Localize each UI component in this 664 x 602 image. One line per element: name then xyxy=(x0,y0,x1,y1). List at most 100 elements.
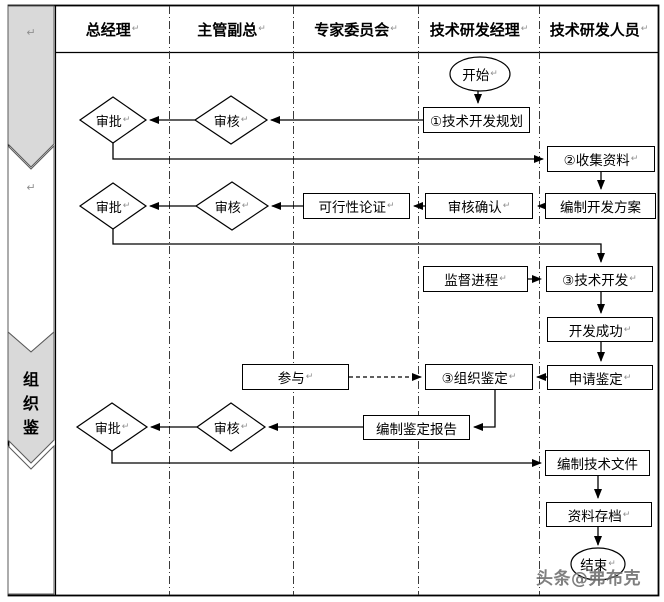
return-mark: ↵ xyxy=(386,201,395,211)
node-text: 参与 xyxy=(277,371,305,387)
chevron-band-2 xyxy=(7,144,55,353)
process-box-tech-dev-plan: ①技术开发规划 xyxy=(423,107,530,133)
lane-header-label: 技术研发人员 xyxy=(549,20,640,39)
node-text: 可行性论证 xyxy=(318,200,386,216)
decision-review-1 xyxy=(193,95,269,145)
watermark: 头条@弗布克 xyxy=(536,569,641,589)
node-text: 审批 xyxy=(95,114,122,130)
connector-approve1-to-collect xyxy=(112,143,544,163)
decision-approve-1 xyxy=(78,96,148,144)
connector-organize-to-report xyxy=(473,390,496,431)
node-text: 编制开发方案 xyxy=(560,200,641,216)
return-mark: ↵ xyxy=(502,201,511,211)
return-mark: ↵ xyxy=(623,324,632,335)
lane-header-expert-committee: 专家委员会↵ xyxy=(294,16,418,42)
node-text: 审核 xyxy=(214,200,241,216)
chevron-band-3 xyxy=(7,330,55,464)
node-text: ①技术开发规划 xyxy=(429,114,524,130)
return-mark: ↵ xyxy=(241,201,250,211)
process-box-dev-scheme: 编制开发方案 xyxy=(545,193,656,219)
process-box-supervise: 监督进程↵ xyxy=(423,266,528,292)
node-text: 审核确认 xyxy=(447,200,502,216)
node-text: 监督进程 xyxy=(444,273,499,289)
sidebar-return-mark-2: ↵ xyxy=(26,180,36,194)
process-box-organize-appraisal: ③组织鉴定↵ xyxy=(425,364,533,390)
lane-header-general-manager: 总经理↵ xyxy=(56,16,169,42)
decision-label-approve-3: 审批↵ xyxy=(77,416,147,438)
lane-header-rd-manager: 技术研发经理↵ xyxy=(419,16,539,42)
process-box-tech-docs: 编制技术文件 xyxy=(545,450,650,476)
return-mark: ↵ xyxy=(305,372,314,382)
lane-header-label: 技术研发经理 xyxy=(429,20,520,39)
return-mark: ↵ xyxy=(390,24,398,34)
node-text: 编制技术文件 xyxy=(557,457,638,473)
sidebar-return-mark-1: ↵ xyxy=(26,25,36,39)
return-mark: ↵ xyxy=(131,24,140,34)
process-box-tech-develop: ③技术开发↵ xyxy=(546,266,653,292)
process-box-appraisal-report: 编制鉴定报告 xyxy=(363,415,470,440)
sidebar-band-label: 组织鉴 xyxy=(22,370,39,437)
return-mark: ↵ xyxy=(622,509,631,520)
return-mark: ↵ xyxy=(630,154,639,164)
node-text: 编制鉴定报告 xyxy=(376,421,457,438)
return-mark: ↵ xyxy=(608,559,616,569)
lane-header-rd-staff: 技术研发人员↵ xyxy=(540,16,658,42)
node-text: 结束 xyxy=(580,558,608,574)
node-text: 审核 xyxy=(213,114,240,130)
chevron-band-4 xyxy=(7,444,55,595)
lane-header-deputy-gm: 主管副总↵ xyxy=(170,16,293,42)
return-mark: ↵ xyxy=(629,274,637,284)
decision-label-review-3: 审核↵ xyxy=(197,416,265,438)
decision-label-review-1: 审核↵ xyxy=(195,109,267,131)
end-node-label: 结束↵ xyxy=(571,553,625,575)
process-box-review-confirm: 审核确认↵ xyxy=(425,193,533,219)
connector-approve3-to-docs xyxy=(111,451,542,467)
return-mark: ↵ xyxy=(240,115,249,125)
return-mark: ↵ xyxy=(121,422,130,432)
sidebar-chevron-bands xyxy=(7,5,55,595)
node-text: 审批 xyxy=(95,200,122,216)
swimlane-separators xyxy=(169,6,540,595)
return-mark: ↵ xyxy=(520,24,529,34)
process-box-apply-appraisal: 申请鉴定↵ xyxy=(547,365,653,390)
decision-review-2 xyxy=(194,181,270,231)
connector-approve2-to-develop xyxy=(112,229,605,263)
node-text: ③技术开发 xyxy=(562,273,629,289)
node-text: ②收集资料 xyxy=(563,153,630,169)
return-mark: ↵ xyxy=(623,372,632,383)
return-mark: ↵ xyxy=(240,422,249,432)
return-mark: ↵ xyxy=(640,24,649,34)
decision-diamonds xyxy=(75,95,270,452)
return-mark: ↵ xyxy=(499,274,507,284)
decision-review-3 xyxy=(195,402,267,452)
process-box-archive: 资料存档↵ xyxy=(546,502,652,527)
lane-header-label: 专家委员会 xyxy=(314,20,390,39)
node-text: 开始 xyxy=(462,68,490,84)
node-text: ③组织鉴定 xyxy=(441,371,508,387)
process-box-feasibility: 可行性论证↵ xyxy=(303,193,410,219)
node-text: 开发成功 xyxy=(568,323,623,340)
chevron-band-1 xyxy=(7,5,55,168)
decision-approve-3 xyxy=(75,402,149,452)
connectors xyxy=(111,91,605,546)
start-ellipse xyxy=(449,56,511,92)
process-box-collect-data: ②收集资料↵ xyxy=(547,146,655,172)
return-mark: ↵ xyxy=(490,69,498,79)
decision-label-approve-2: 审批↵ xyxy=(80,195,146,217)
node-text: 申请鉴定 xyxy=(568,371,623,388)
process-box-dev-success: 开发成功↵ xyxy=(547,317,653,342)
return-mark: ↵ xyxy=(508,372,517,382)
decision-label-approve-1: 审批↵ xyxy=(80,109,146,131)
return-mark: ↵ xyxy=(122,201,131,211)
return-mark: ↵ xyxy=(258,24,266,34)
end-ellipse xyxy=(570,547,626,581)
start-node-label: 开始↵ xyxy=(451,63,509,85)
lane-header-label: 主管副总 xyxy=(197,20,258,39)
lane-header-label: 总经理 xyxy=(85,20,131,39)
node-text: 审批 xyxy=(94,421,121,437)
return-mark: ↵ xyxy=(122,115,131,125)
decision-label-review-2: 审核↵ xyxy=(196,195,268,217)
decision-approve-2 xyxy=(78,182,148,230)
